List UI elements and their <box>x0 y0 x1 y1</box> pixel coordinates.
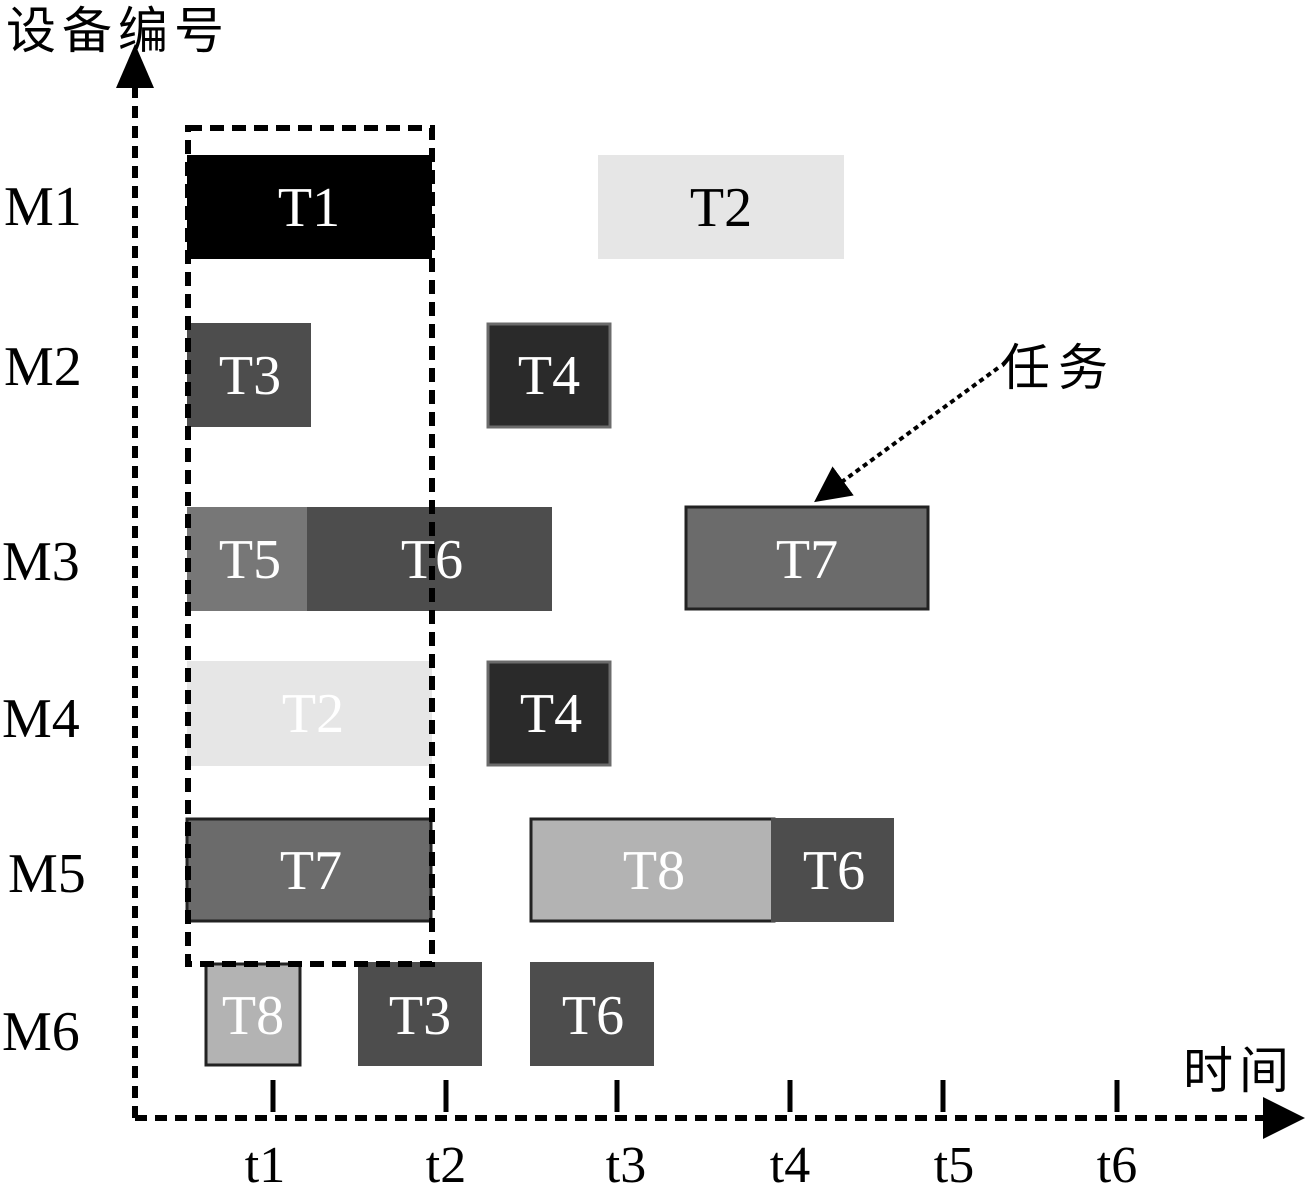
task-label: T8 <box>222 985 284 1047</box>
task-label: T3 <box>389 985 451 1047</box>
task-label: T6 <box>803 840 865 902</box>
task-block: T1 <box>187 155 432 259</box>
machine-label: M4 <box>2 688 80 750</box>
task-block: T7 <box>185 817 433 923</box>
task-label: T6 <box>401 529 463 591</box>
task-label: T2 <box>282 683 344 745</box>
task-label: T1 <box>278 177 340 239</box>
task-block: T6 <box>771 818 894 922</box>
task-label: T2 <box>690 177 752 239</box>
task-block: T5 <box>187 507 309 611</box>
task-block: T8 <box>529 817 776 923</box>
task-label: T7 <box>280 840 342 902</box>
task-block: T6 <box>530 962 654 1066</box>
tick-label: t1 <box>245 1137 285 1186</box>
task-label: T8 <box>623 840 685 902</box>
task-label: T3 <box>219 345 281 407</box>
time-tick-labels: t1 t2 t3 t4 t5 t6 <box>245 1137 1137 1186</box>
task-block: T7 <box>684 505 930 611</box>
y-axis-arrow-icon <box>116 44 154 88</box>
task-label: T4 <box>518 345 580 407</box>
time-ticks <box>270 1080 1120 1112</box>
annotation-arrow <box>814 366 1000 503</box>
machine-label: M1 <box>4 176 82 238</box>
annotation-label: 任务 <box>1000 340 1116 396</box>
dashed-selection-frame <box>185 125 435 967</box>
machine-label: M3 <box>2 531 80 593</box>
task-label: T4 <box>520 683 582 745</box>
task-label: T7 <box>776 529 838 591</box>
x-axis-arrow-icon <box>1263 1097 1305 1139</box>
y-axis-title: 设备编号 <box>6 3 230 59</box>
machine-labels: M1 M2 M3 M4 M5 M6 <box>2 176 86 1063</box>
machine-label: M2 <box>4 336 82 398</box>
task-label: T6 <box>562 985 624 1047</box>
task-block: T4 <box>486 322 612 429</box>
task-label: T5 <box>219 529 281 591</box>
task-block: T3 <box>187 323 311 427</box>
x-axis-title: 时间 <box>1183 1043 1295 1099</box>
task-block: T8 <box>204 962 302 1067</box>
tick-label: t5 <box>934 1137 974 1186</box>
task-block: T2 <box>187 661 432 766</box>
task-blocks: T1 T2 T3 T4 T5 T6 T7 T2 <box>185 155 930 1067</box>
task-block: T3 <box>358 962 482 1066</box>
tick-label: t2 <box>426 1137 466 1186</box>
machine-label: M5 <box>8 843 86 905</box>
tick-label: t4 <box>770 1137 810 1186</box>
machine-label: M6 <box>2 1001 80 1063</box>
task-block: T4 <box>486 660 612 767</box>
tick-label: t3 <box>606 1137 646 1186</box>
tick-label: t6 <box>1097 1137 1137 1186</box>
task-block: T2 <box>598 155 844 259</box>
